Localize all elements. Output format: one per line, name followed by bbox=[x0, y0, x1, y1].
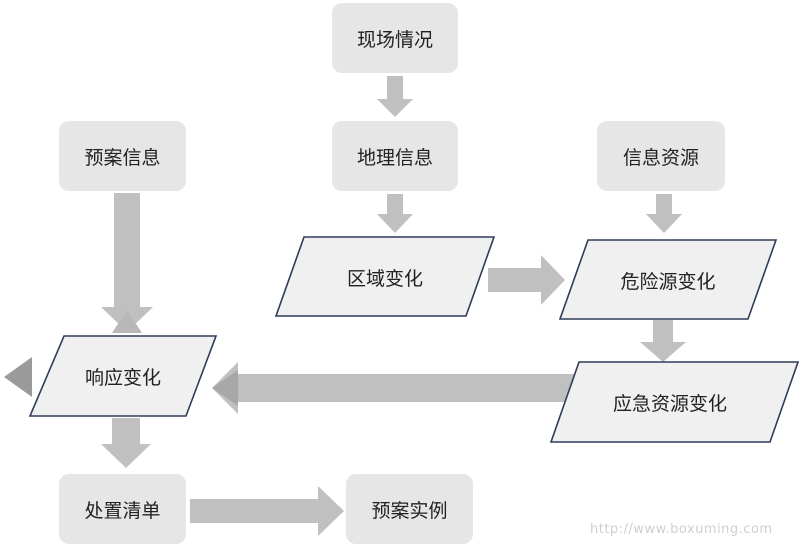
arrow-hazard-to-emergency bbox=[640, 320, 686, 362]
box-info-res bbox=[597, 121, 725, 191]
arrow-response-out-left bbox=[4, 357, 32, 397]
arrowhead-response-top bbox=[112, 310, 142, 333]
arrow-response-to-disposal bbox=[101, 418, 151, 468]
box-scene bbox=[332, 3, 458, 73]
arrow-scene-to-geo bbox=[377, 76, 413, 117]
para-emergency-change bbox=[549, 361, 800, 443]
arrow-disposal-to-instance bbox=[190, 486, 344, 536]
arrow-info-to-hazard bbox=[646, 194, 682, 233]
para-area-change bbox=[274, 236, 496, 317]
box-instance bbox=[346, 474, 473, 544]
arrow-area-to-hazard bbox=[488, 255, 565, 305]
para-hazard-change bbox=[558, 239, 778, 320]
arrow-geo-to-area bbox=[377, 194, 413, 233]
box-geo bbox=[332, 121, 458, 191]
para-response-change bbox=[28, 335, 218, 417]
watermark-text: http://www.boxuming.com bbox=[590, 522, 773, 537]
arrowhead-response-right bbox=[212, 370, 238, 406]
box-plan-info bbox=[59, 121, 186, 191]
arrow-emergency-to-response bbox=[212, 362, 578, 414]
arrow-plan-to-response bbox=[101, 193, 153, 332]
box-disposal bbox=[59, 474, 186, 544]
